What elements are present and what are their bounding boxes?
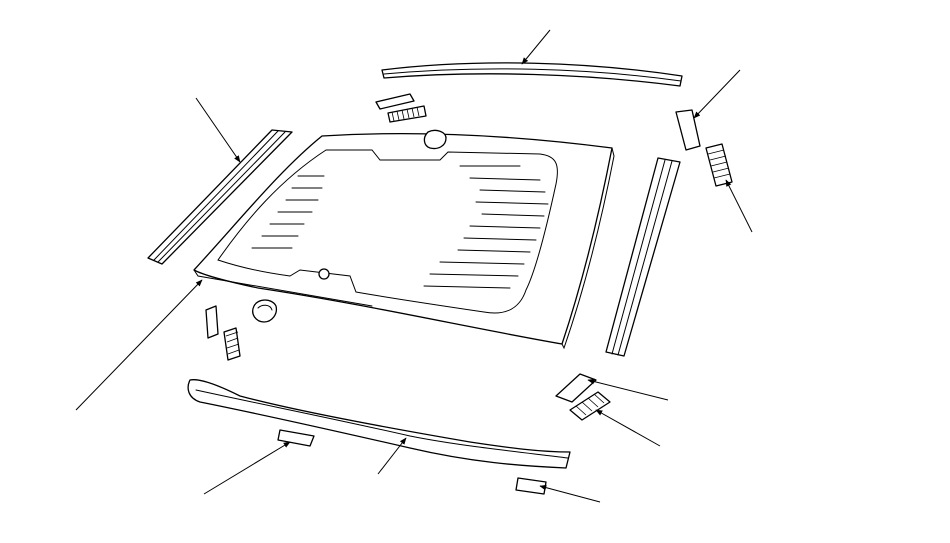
right-side-moulding	[605, 157, 681, 357]
leader-lines	[75, 29, 753, 503]
bottom-left-pad	[277, 429, 315, 447]
rubber-grommet	[252, 299, 278, 323]
top-clip-serrated	[387, 105, 427, 123]
lower-right-spacer-pad	[555, 373, 597, 403]
leader-rear-window-glass	[75, 279, 203, 411]
left-spacer-pad	[205, 305, 219, 339]
bottom-moulding	[187, 379, 571, 469]
top-moulding	[381, 62, 683, 87]
bottom-right-pad	[515, 477, 547, 495]
leader-top-moulding	[521, 29, 551, 65]
leader-lower-right-spacer-pad	[587, 378, 669, 401]
leader-lower-right-serrated-clip	[595, 409, 661, 447]
leader-bottom-right-pad	[539, 484, 601, 503]
lower-right-serrated-clip	[569, 391, 611, 421]
left-side-moulding	[147, 129, 293, 265]
right-serrated-clip	[705, 143, 733, 187]
leader-bottom-left-pad	[203, 441, 291, 495]
leader-right-serrated-clip	[725, 179, 753, 233]
rear-window-glass	[193, 129, 615, 350]
leader-bottom-moulding	[377, 437, 407, 475]
leader-left-side-moulding	[195, 97, 241, 163]
top-clip-pad	[375, 93, 415, 110]
right-spacer-pad	[675, 109, 701, 151]
left-serrated-clip	[223, 327, 241, 361]
leader-right-spacer-pad	[693, 69, 741, 119]
